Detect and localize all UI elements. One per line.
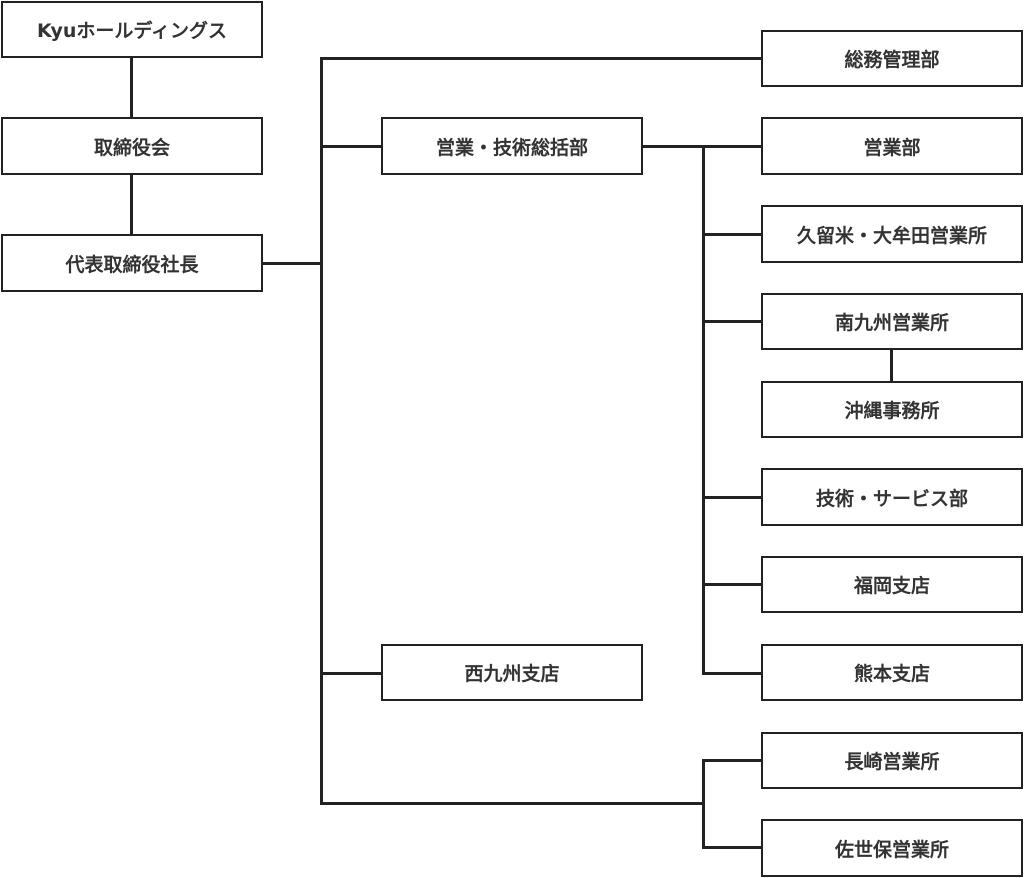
node-president: 代表取締役社長 [1, 234, 263, 292]
connector-spine-kumamoto [702, 672, 762, 675]
connector-board-president [130, 174, 133, 235]
node-kurume-omuta: 久留米・大牟田営業所 [761, 205, 1023, 263]
connector-spine-tech-service [702, 496, 762, 499]
connector-spine-kurume-omuta [702, 233, 762, 236]
node-nagasaki: 長崎営業所 [761, 732, 1023, 789]
connector-spine-sasebo [702, 846, 762, 849]
node-okinawa: 沖縄事務所 [761, 381, 1023, 438]
node-sales-tech-hq: 営業・技術総括部 [381, 117, 643, 175]
connector-spine-sales [702, 145, 762, 148]
node-holdings: Kyuホールディングス [1, 1, 263, 58]
connector-trunk-nishi-kyushu [320, 672, 382, 675]
connector-minami-okinawa [890, 349, 893, 382]
node-kumamoto: 熊本支店 [761, 644, 1023, 701]
node-fukuoka: 福岡支店 [761, 556, 1023, 613]
connector-main-trunk [320, 57, 323, 805]
node-general-affairs: 総務管理部 [761, 30, 1023, 87]
connector-president-trunk [262, 262, 322, 265]
connector-trunk-general-affairs [320, 57, 762, 60]
connector-hq-spine [702, 145, 705, 675]
connector-trunk-bottom [320, 802, 704, 805]
node-board: 取締役会 [1, 117, 263, 175]
connector-spine-fukuoka [702, 583, 762, 586]
node-nishi-kyushu: 西九州支店 [381, 644, 643, 701]
connector-hq-branch [642, 145, 704, 148]
connector-spine-minami-kyushu [702, 320, 762, 323]
node-tech-service: 技術・サービス部 [761, 468, 1023, 526]
connector-nagasaki-spine [702, 759, 705, 849]
node-minami-kyushu: 南九州営業所 [761, 293, 1023, 350]
connector-trunk-sales-tech-hq [320, 145, 382, 148]
node-sales: 営業部 [761, 117, 1023, 175]
connector-holdings-board [130, 56, 133, 118]
node-sasebo: 佐世保営業所 [761, 819, 1023, 877]
connector-spine-nagasaki [702, 759, 762, 762]
